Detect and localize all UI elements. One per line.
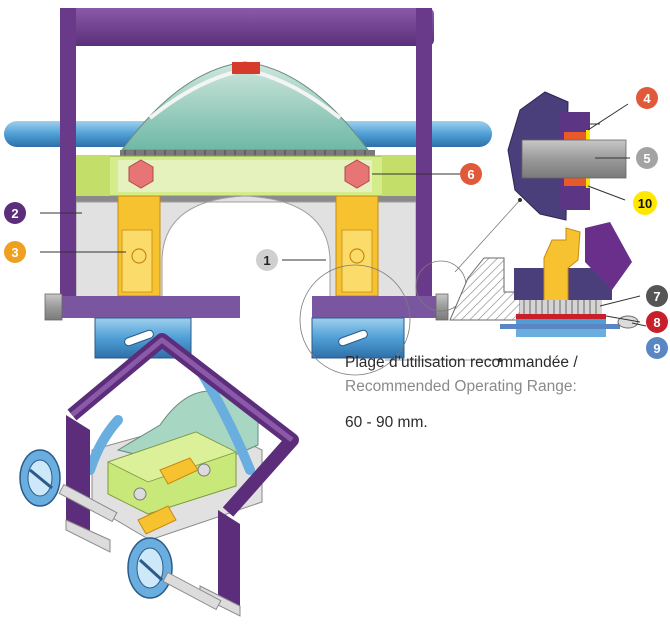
dome-part	[121, 61, 369, 151]
svg-text:4: 4	[643, 91, 651, 106]
hex-nut-right	[344, 159, 370, 189]
svg-text:9: 9	[653, 341, 660, 356]
svg-text:1: 1	[263, 253, 270, 268]
svg-text:3: 3	[11, 245, 18, 260]
badge-4: 4	[636, 87, 658, 109]
clamp-detail	[449, 222, 647, 337]
frame-left-leg	[60, 8, 76, 302]
grey-body	[75, 195, 417, 301]
svg-text:7: 7	[653, 289, 660, 304]
frame-top-bar	[62, 8, 434, 46]
iso-clamp-right	[127, 537, 173, 599]
detail-circle-large	[299, 264, 411, 376]
caption-range-value: 60 - 90 mm.	[345, 414, 428, 431]
bottom-plate-right	[312, 296, 436, 318]
svg-text:6: 6	[467, 167, 474, 182]
main-view	[4, 8, 522, 376]
bolt-shaft	[521, 139, 627, 179]
badge-3: 3	[4, 241, 26, 263]
badge-6: 6	[460, 163, 482, 185]
badge-7: 7	[646, 285, 668, 307]
badge-5: 5	[636, 147, 658, 169]
dome-red-pad	[232, 62, 260, 74]
caption-french: Plage d’utilisation recommandée /	[345, 354, 578, 371]
badge-2: 2	[4, 202, 26, 224]
operating-range-caption: Plage d’utilisation recommandée / Recomm…	[345, 351, 665, 435]
svg-text:5: 5	[643, 151, 650, 166]
frame-right-leg	[416, 8, 432, 302]
hex-nut-left	[128, 159, 154, 189]
badge-8: 8	[646, 311, 668, 333]
svg-text:2: 2	[11, 206, 18, 221]
isometric-view	[19, 333, 299, 617]
svg-text:8: 8	[653, 315, 660, 330]
bottom-plate-left	[62, 296, 240, 318]
badge-1: 1	[256, 249, 278, 271]
svg-text:10: 10	[638, 196, 652, 211]
badge-9: 9	[646, 337, 668, 359]
caption-english: Recommended Operating Range:	[345, 378, 577, 395]
badge-10: 10	[633, 191, 657, 215]
bolt-detail	[507, 91, 630, 221]
iso-clamp-left	[19, 449, 61, 507]
